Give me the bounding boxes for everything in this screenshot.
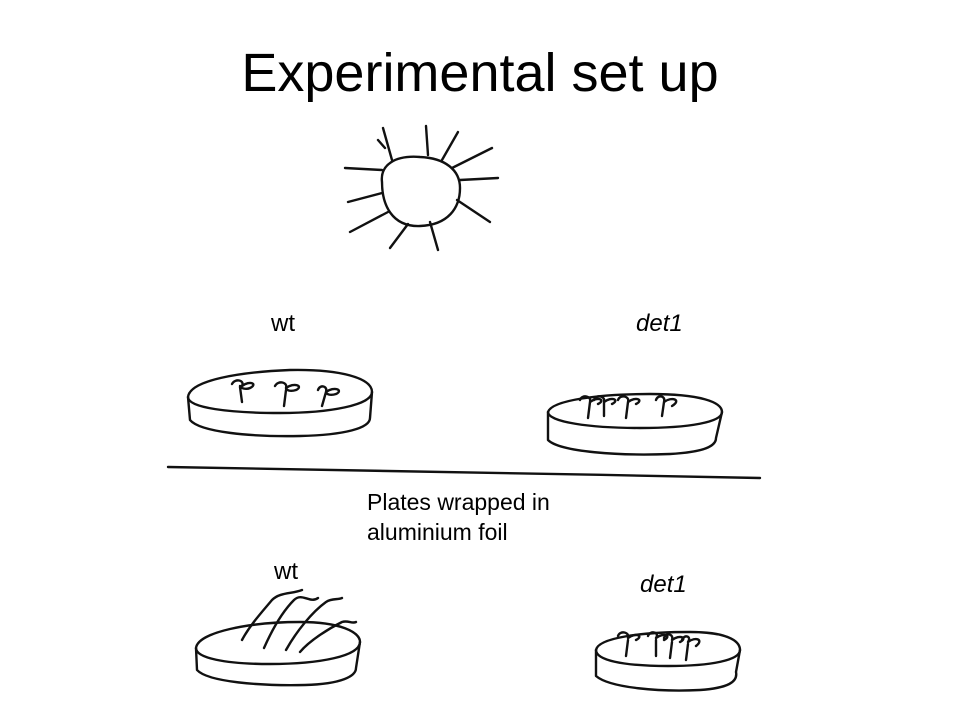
foil-caption-line1: Plates wrapped in	[367, 489, 550, 515]
seedling	[578, 395, 678, 420]
dish-light-wt	[186, 368, 374, 438]
dish-light-det1	[546, 392, 724, 456]
label-dark-wt: wt	[274, 558, 298, 585]
label-light-wt: wt	[271, 310, 295, 337]
seedling	[616, 631, 701, 662]
seedling-etiolated	[240, 588, 358, 654]
dish-dark-det1	[594, 630, 742, 692]
seedling	[230, 379, 341, 408]
dish-dark-wt	[194, 588, 362, 687]
label-dark-det1: det1	[640, 571, 687, 598]
sun-icon	[343, 124, 500, 252]
foil-caption-line2: aluminium foil	[367, 519, 508, 545]
page-title: Experimental set up	[241, 43, 719, 103]
foil-caption: Plates wrapped in aluminium foil	[367, 487, 550, 547]
divider-line	[166, 465, 762, 480]
label-light-det1: det1	[636, 310, 683, 337]
